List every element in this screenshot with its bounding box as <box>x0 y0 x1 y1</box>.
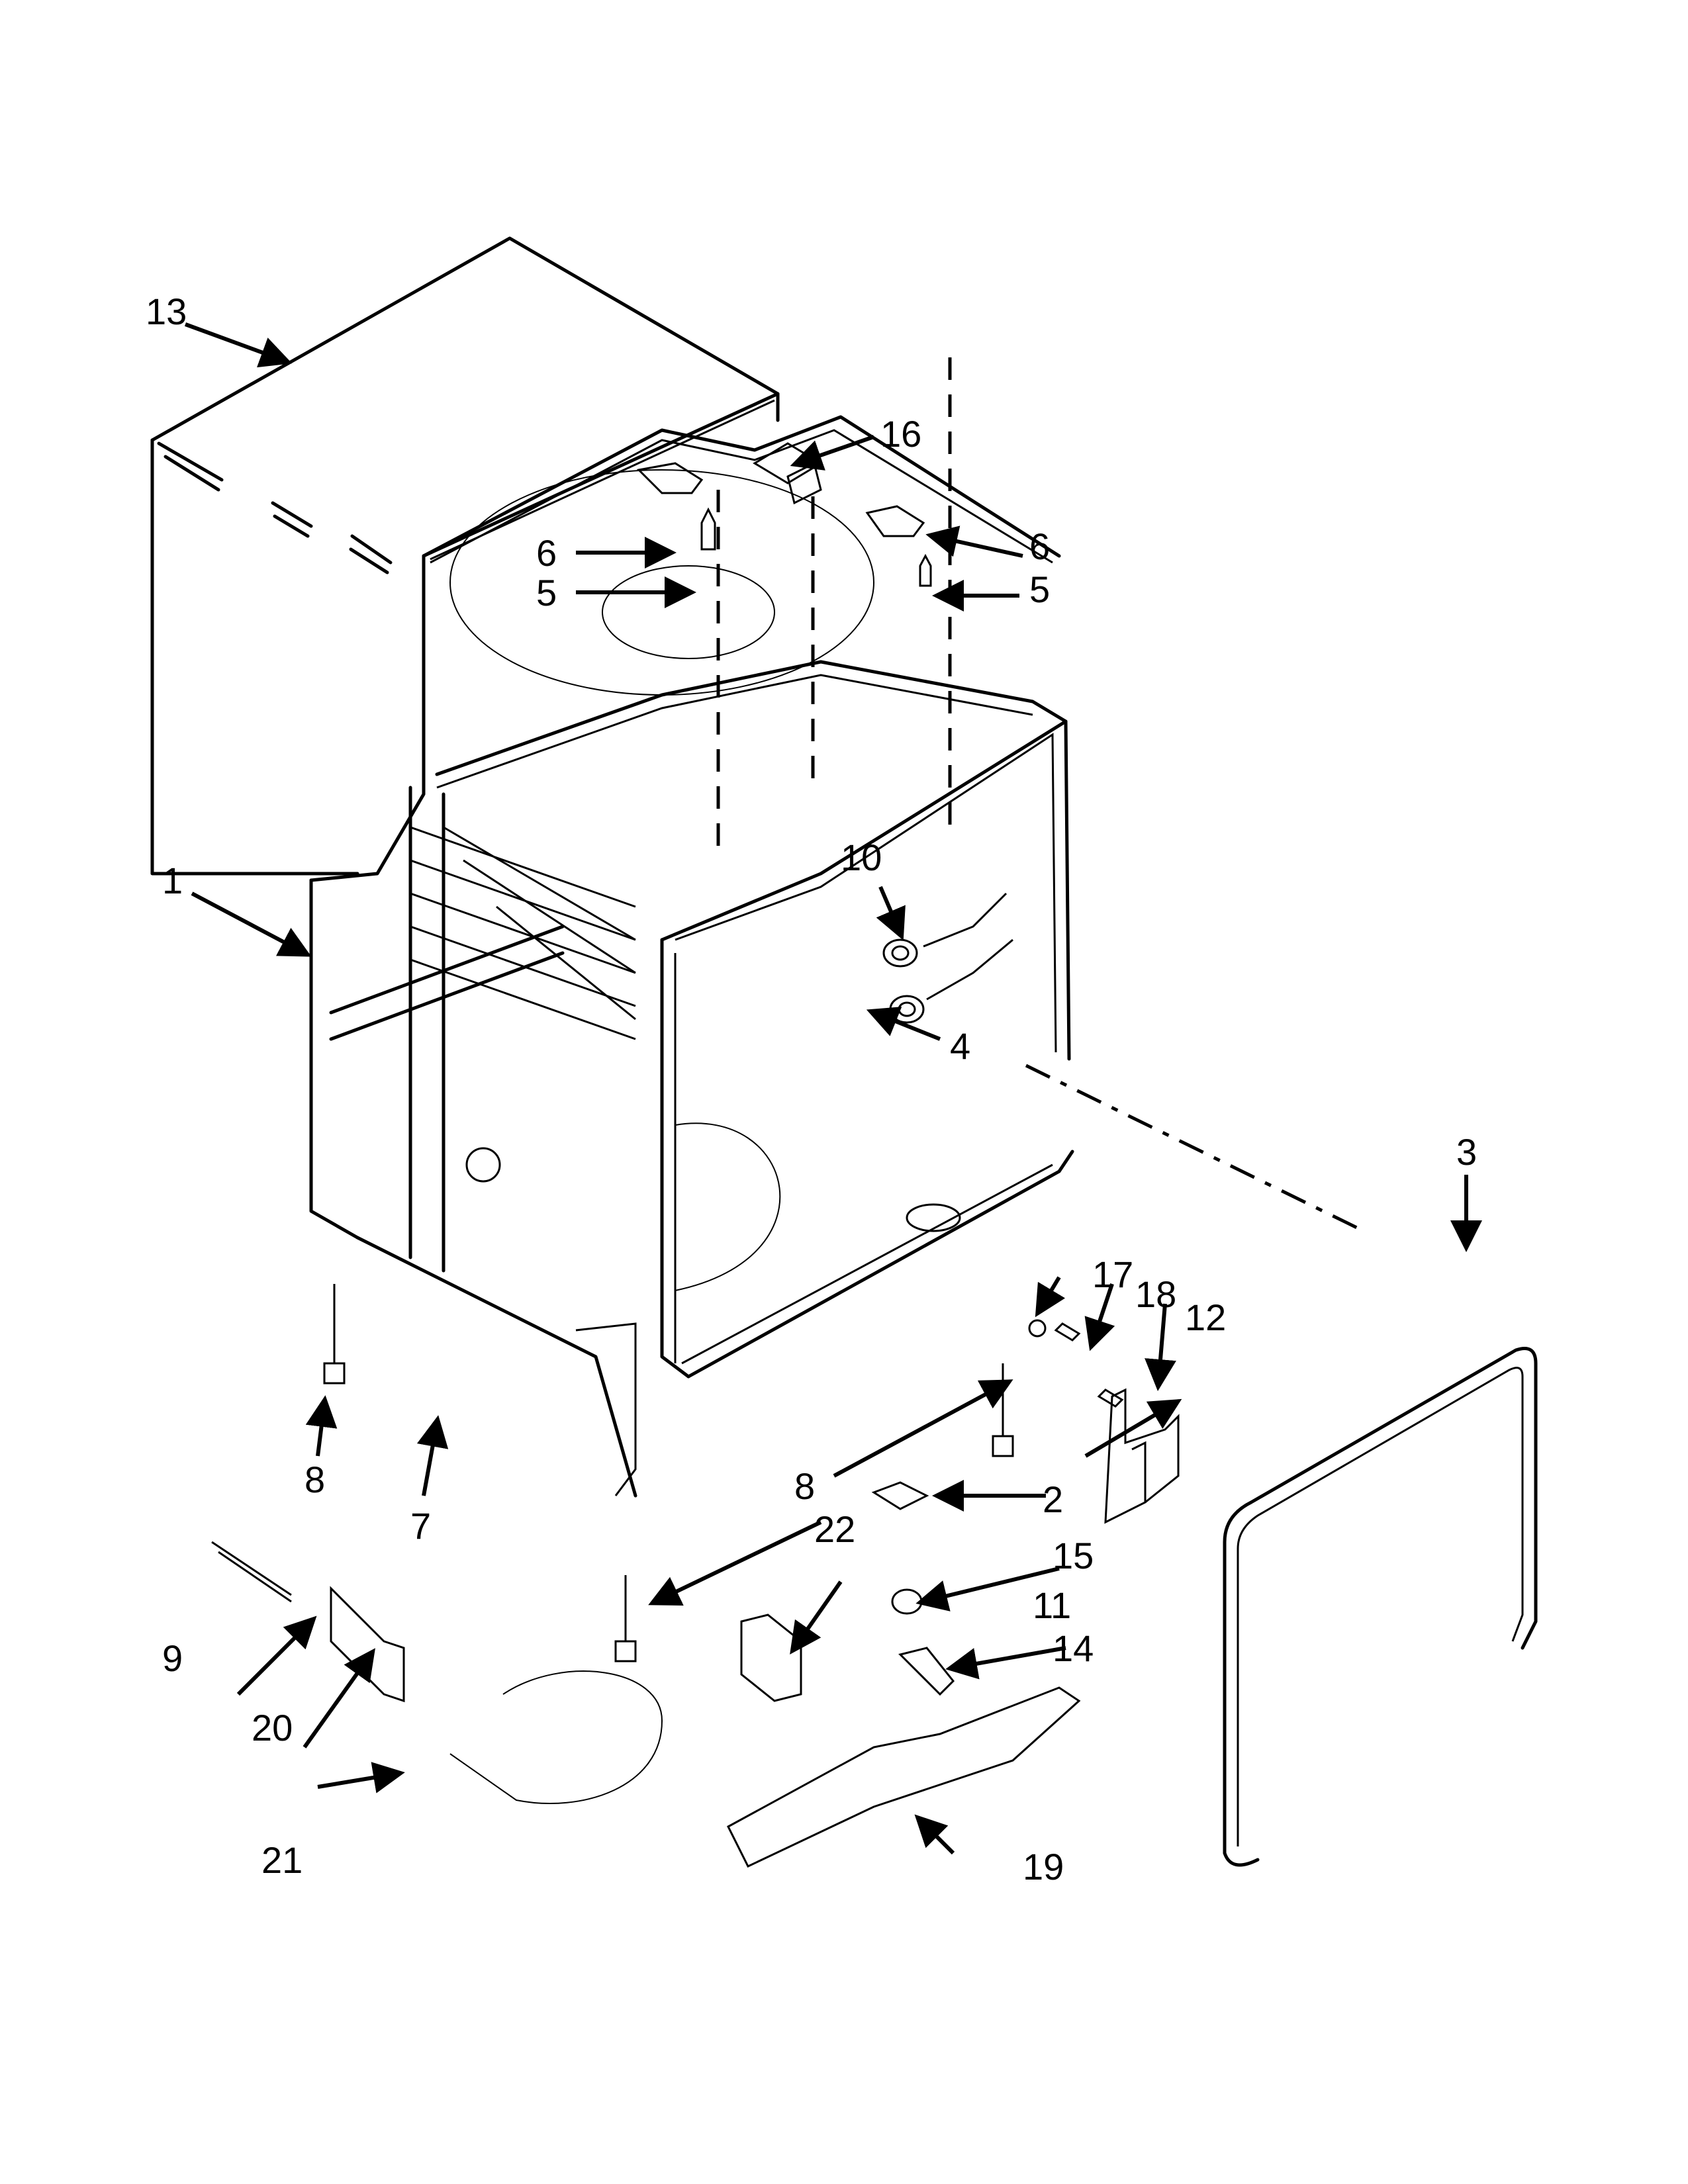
callout-9: 9 <box>162 1637 183 1679</box>
callout-10: 10 <box>841 837 882 878</box>
callout-2: 2 <box>1043 1479 1063 1520</box>
hinge-brackets <box>636 462 925 537</box>
door-gasket <box>1223 1347 1538 1867</box>
callout-1: 1 <box>162 860 183 901</box>
door-strike <box>753 442 823 505</box>
callout-8b: 8 <box>794 1465 815 1507</box>
callout-4: 4 <box>950 1025 970 1067</box>
callout-13: 13 <box>146 291 187 332</box>
callout-14: 14 <box>1053 1627 1094 1669</box>
callout-6b: 6 <box>1029 525 1050 567</box>
assembly-line <box>1025 1064 1365 1233</box>
arrow-11 <box>1084 1398 1182 1458</box>
mounting-bracket <box>1104 1388 1180 1524</box>
callout-7: 7 <box>410 1505 431 1547</box>
toe-panel <box>727 1686 1081 1868</box>
screw <box>1097 1388 1124 1408</box>
callout-12: 12 <box>1185 1297 1226 1338</box>
callout-18: 18 <box>1135 1273 1176 1315</box>
tub-assembly <box>309 415 1074 1498</box>
callout-6a: 6 <box>536 532 557 574</box>
upper-rack-wheels <box>882 892 1013 1024</box>
door-spring <box>211 1541 292 1603</box>
callout-11: 11 <box>1033 1584 1071 1626</box>
callout-19: 19 <box>1023 1846 1064 1888</box>
pad <box>330 1586 405 1703</box>
callout-labels: 13 16 6 5 6 5 1 10 4 3 17 18 12 2 11 15 … <box>146 291 1477 1888</box>
leveling-legs <box>323 1284 1014 1662</box>
callout-22: 22 <box>814 1508 855 1550</box>
callout-arrows <box>184 322 1482 1855</box>
callout-15: 15 <box>1053 1535 1094 1576</box>
callout-5b: 5 <box>1029 569 1050 610</box>
callout-16: 16 <box>880 413 921 455</box>
clip <box>871 1481 929 1510</box>
callout-8a: 8 <box>305 1459 325 1500</box>
thermostat <box>891 1588 923 1615</box>
screw <box>1054 1322 1081 1342</box>
wire-harness <box>449 1670 663 1804</box>
callout-20: 20 <box>252 1707 293 1749</box>
bracket-22 <box>740 1614 802 1702</box>
callout-17: 17 <box>1092 1253 1133 1295</box>
callout-5a: 5 <box>536 572 557 614</box>
washer <box>1028 1319 1047 1338</box>
thermostat-bracket <box>898 1647 955 1696</box>
callout-21: 21 <box>261 1839 303 1881</box>
screws <box>700 507 932 587</box>
callout-3: 3 <box>1456 1131 1477 1173</box>
